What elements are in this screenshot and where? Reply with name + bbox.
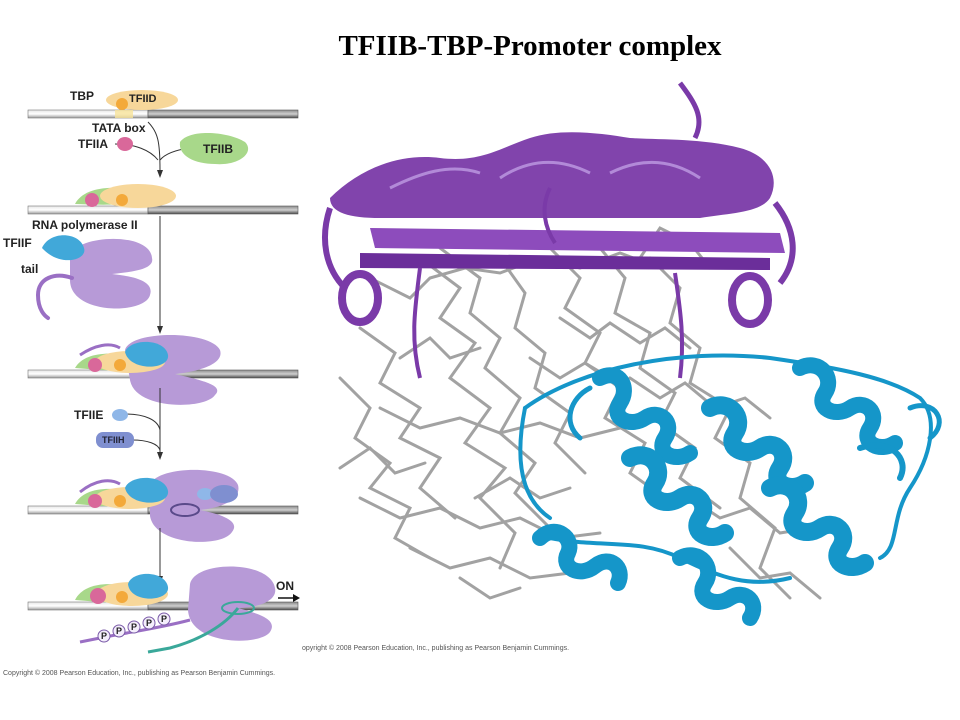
- transcription-initiation-diagram: TBP TFIID TATA box TFIIA TFIIB RNA polym…: [0, 80, 305, 680]
- dna-strand-4: [27, 505, 299, 515]
- left-copyright: Copyright © 2008 Pearson Education, Inc.…: [3, 670, 276, 677]
- rna-transcript: [147, 607, 240, 654]
- tfiif-label: TFIIF: [3, 236, 32, 250]
- tfiih-label: TFIIH: [102, 435, 125, 445]
- rna-pol-ii-shape: [70, 238, 153, 309]
- tbp-label: TBP: [70, 89, 94, 103]
- phosphate-label-5: P: [161, 614, 168, 624]
- ctd-tail: [35, 273, 74, 320]
- protein-dna-structure: opyright © 2008 Pearson Education, Inc.,…: [300, 78, 960, 658]
- tfiia-label: TFIIA: [78, 137, 108, 151]
- phosphate-label-1: P: [101, 631, 108, 641]
- right-copyright: opyright © 2008 Pearson Education, Inc.,…: [302, 645, 570, 652]
- tail-label: tail: [21, 262, 39, 276]
- tbp-protein-ribbon: [322, 81, 796, 379]
- tfiib-label: TFIIB: [203, 142, 233, 156]
- initiation-schematic-svg: [27, 90, 300, 654]
- dna-strand-2: [27, 205, 299, 215]
- tfiie-label: TFIIE: [74, 408, 104, 422]
- structure-svg: [322, 81, 942, 626]
- tfiie-shape: [112, 409, 128, 421]
- phosphate-label-2: P: [116, 626, 123, 636]
- tfiih-shape: [96, 432, 134, 448]
- on-label: ON: [276, 579, 294, 593]
- tbp-shape: [116, 98, 128, 110]
- page-title: TFIIB-TBP-Promoter complex: [338, 30, 722, 62]
- tfiib-shape: [179, 132, 249, 165]
- phosphate-label-4: P: [146, 618, 153, 628]
- tfiib-protein-ribbon: [518, 353, 942, 626]
- dna-strand-1: [27, 109, 299, 119]
- tfiia-shape: [117, 137, 133, 151]
- tfiid-label: TFIID: [129, 93, 157, 105]
- phosphate-label-3: P: [131, 622, 138, 632]
- tata-box-label: TATA box: [92, 121, 146, 135]
- rna-polymerase-ii-label: RNA polymerase II: [32, 218, 138, 232]
- phosphate-groups: [97, 612, 171, 643]
- tfiif-shape: [42, 235, 85, 261]
